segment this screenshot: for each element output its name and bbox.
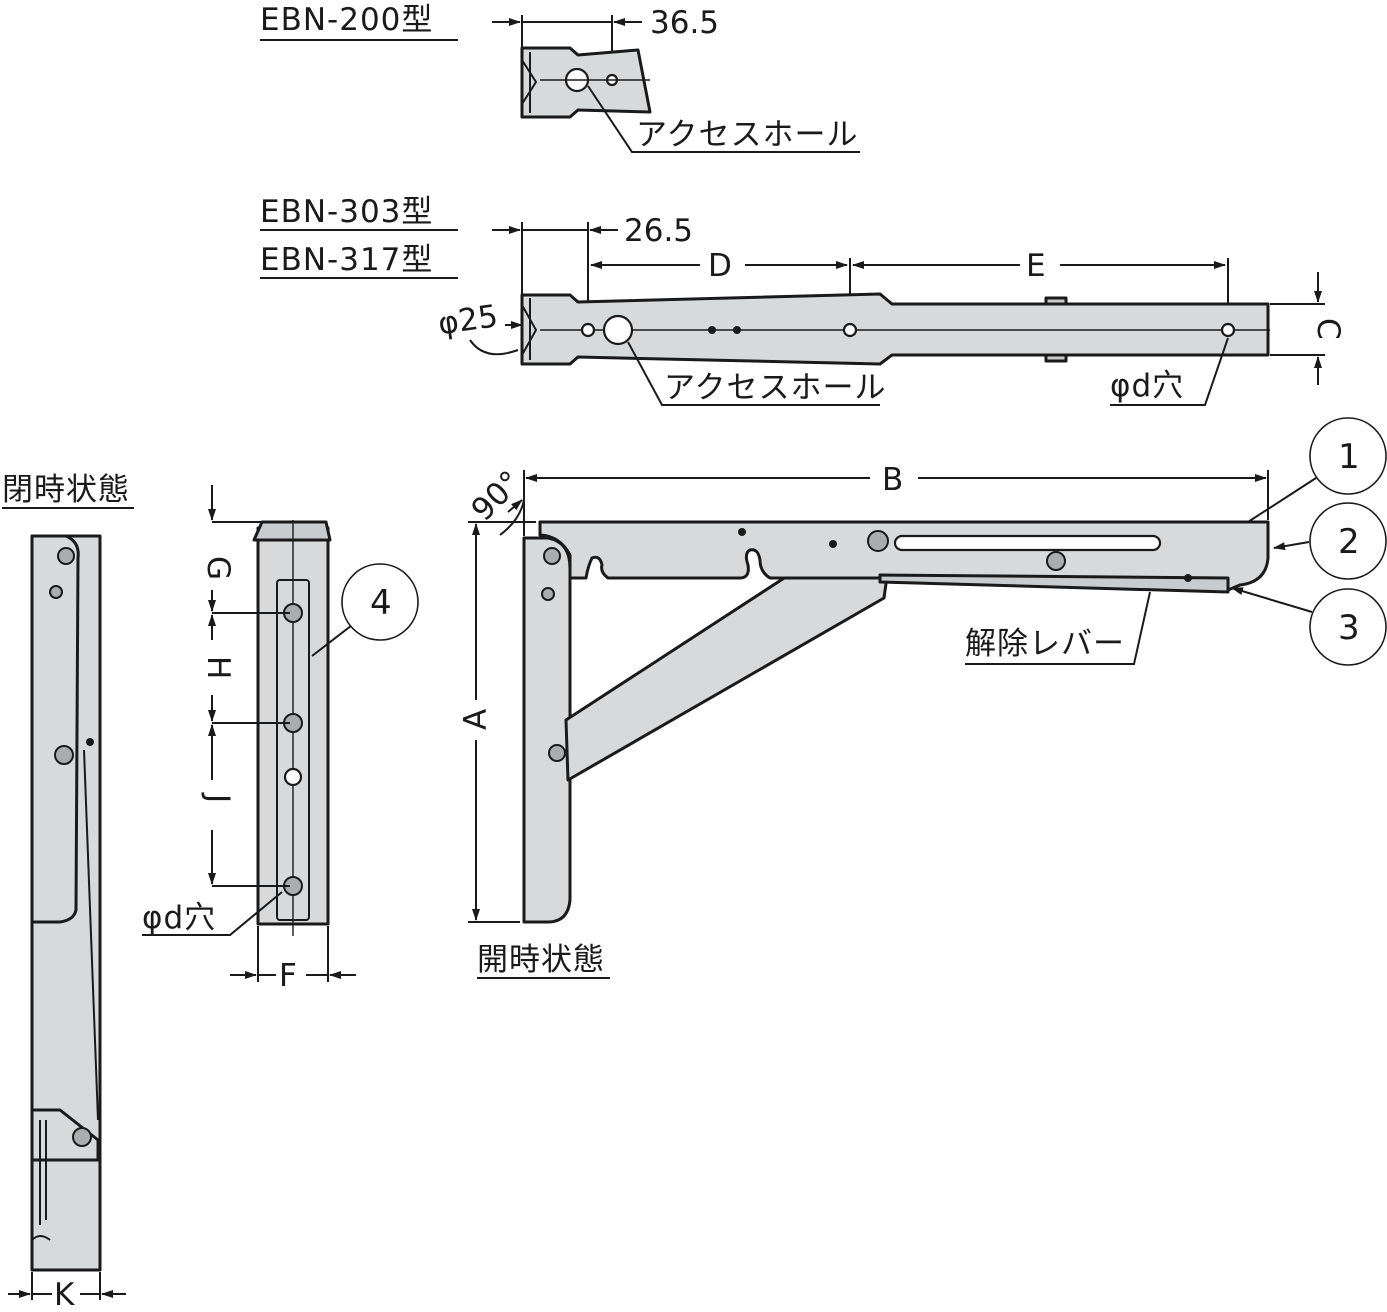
open-state-view: A B 90° 開時状態 解除レバー 1 2 3 bbox=[458, 417, 1387, 979]
screw-icon bbox=[49, 585, 63, 599]
access-hole-label-mid: アクセスホール bbox=[664, 370, 886, 406]
part-number-4: 4 bbox=[370, 583, 392, 623]
screw-icon bbox=[543, 547, 561, 565]
part-number-3: 3 bbox=[1338, 608, 1360, 648]
dim-B: B bbox=[882, 462, 903, 498]
hole bbox=[1220, 322, 1236, 338]
model-303-label: EBN-303型 bbox=[260, 194, 433, 230]
dim-F: F bbox=[279, 958, 297, 994]
tab bbox=[1044, 296, 1068, 306]
ebn-303-317-detail: EBN-303型 EBN-317型 26.5 D E φ25 bbox=[260, 194, 1346, 406]
hole bbox=[283, 767, 303, 787]
dim-26-5: 26.5 bbox=[624, 213, 693, 249]
screw-icon bbox=[548, 744, 566, 762]
dim-arrow bbox=[507, 499, 523, 513]
ebn-200-detail: EBN-200型 36.5 アクセスホール bbox=[260, 2, 860, 153]
shelf-slot bbox=[893, 534, 1162, 552]
screw-icon bbox=[541, 587, 555, 601]
access-hole-label-top: アクセスホール bbox=[636, 117, 858, 153]
rivet bbox=[738, 528, 746, 536]
dim-phi25: φ25 bbox=[436, 298, 500, 342]
leader-line bbox=[142, 891, 283, 936]
leader-line bbox=[965, 591, 1151, 665]
closed-upper-plate bbox=[30, 534, 80, 924]
dim-angle-90: 90° bbox=[465, 464, 529, 528]
end-cap-line bbox=[521, 298, 538, 360]
closed-lower-plate bbox=[30, 1108, 100, 1162]
part-number-2-circle bbox=[1309, 502, 1387, 580]
part-number-3-circle bbox=[1309, 588, 1387, 666]
phi25-arc bbox=[469, 339, 519, 356]
phi-d-hole-label-side: φd穴 bbox=[142, 900, 216, 936]
release-lever-label: 解除レバー bbox=[965, 626, 1125, 662]
rivet bbox=[829, 540, 837, 548]
rivet bbox=[86, 738, 94, 746]
dim-G: G bbox=[200, 556, 236, 580]
dim-H: H bbox=[200, 656, 236, 679]
screw-icon bbox=[54, 745, 74, 765]
hole bbox=[580, 322, 596, 338]
pivot-screw-icon bbox=[867, 530, 889, 552]
dim-C: C bbox=[1310, 318, 1346, 340]
dim-E: E bbox=[1026, 248, 1046, 284]
screw-icon bbox=[57, 547, 75, 565]
front-top-cap bbox=[252, 520, 332, 542]
model-200-label: EBN-200型 bbox=[260, 2, 433, 38]
leader-arrow bbox=[1273, 541, 1310, 551]
closed-lever-line bbox=[83, 749, 99, 1121]
closed-detail-line bbox=[31, 1120, 51, 1241]
ebn-303-bracket bbox=[520, 292, 1270, 366]
front-view: G H J F φd穴 4 bbox=[142, 485, 419, 994]
dim-A: A bbox=[458, 709, 494, 730]
phi-d-hole-label-top: φd穴 bbox=[1110, 368, 1184, 404]
leader-line bbox=[587, 85, 860, 153]
leader-arrow bbox=[1231, 587, 1313, 613]
dim-D: D bbox=[708, 248, 732, 284]
tab bbox=[1044, 353, 1068, 363]
end-cap-line bbox=[521, 52, 538, 113]
dim-36-5: 36.5 bbox=[650, 5, 719, 41]
dim-K: K bbox=[54, 1277, 75, 1307]
closed-state-view: 閉時状態 K bbox=[2, 472, 134, 1312]
leader-line bbox=[311, 621, 357, 657]
rivet bbox=[733, 326, 741, 334]
closed-state-label: 閉時状態 bbox=[2, 472, 130, 508]
leader-line bbox=[1247, 477, 1317, 523]
access-hole-303 bbox=[602, 314, 634, 346]
part-number-1-circle bbox=[1309, 417, 1387, 495]
part-number-1: 1 bbox=[1338, 437, 1360, 477]
screw-icon bbox=[72, 1127, 92, 1147]
leader-line bbox=[627, 341, 880, 406]
part-number-4-circle bbox=[341, 563, 419, 641]
screw-icon bbox=[1046, 551, 1066, 571]
open-state-label: 開時状態 bbox=[477, 942, 605, 978]
release-lever-part bbox=[878, 573, 1230, 594]
rivet bbox=[1184, 574, 1192, 582]
model-317-label: EBN-317型 bbox=[260, 242, 433, 278]
dim-J: J bbox=[200, 792, 236, 803]
part-number-2: 2 bbox=[1338, 522, 1360, 562]
leader-line bbox=[1110, 337, 1229, 406]
angle-arc bbox=[499, 499, 525, 536]
hole bbox=[842, 322, 858, 338]
rivet bbox=[708, 326, 716, 334]
